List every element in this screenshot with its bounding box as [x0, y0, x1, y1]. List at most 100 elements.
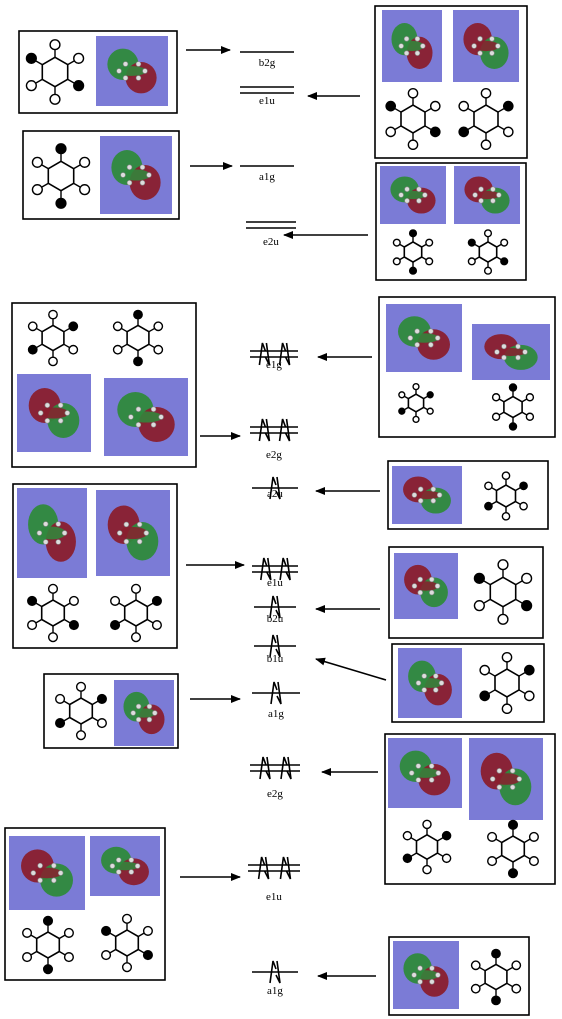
p-lobe	[121, 962, 133, 973]
electron-pair-up	[270, 681, 278, 705]
atom	[417, 589, 423, 596]
atom	[128, 869, 135, 875]
p-lobe	[142, 925, 153, 936]
electron-pair-down	[284, 418, 291, 442]
p-lobe	[473, 600, 485, 612]
orbital-sketch	[473, 559, 533, 625]
p-lobe	[42, 964, 54, 975]
energy-level-12: e1u	[248, 856, 300, 903]
p-lobe	[42, 915, 54, 926]
p-lobe	[68, 595, 79, 606]
p-lobe	[502, 126, 514, 138]
electron-pair-up	[269, 634, 277, 658]
atom	[509, 768, 516, 774]
orbital-sketch	[470, 948, 522, 1006]
p-lobe	[491, 412, 501, 421]
p-lobe	[426, 391, 434, 399]
p-lobe	[511, 960, 522, 971]
atom	[416, 198, 422, 204]
electron-pair-up	[269, 595, 277, 619]
orbital-box-10	[43, 673, 179, 749]
level-label: b1u	[267, 653, 284, 665]
atom	[146, 172, 152, 178]
atom	[428, 763, 435, 769]
p-lobe	[96, 693, 107, 704]
p-lobe	[425, 238, 434, 247]
p-lobe	[519, 481, 528, 491]
atom	[57, 418, 64, 424]
orbital-sketch	[484, 471, 528, 521]
atom	[42, 521, 49, 527]
orbital-box-7	[12, 483, 178, 649]
atom	[407, 335, 414, 341]
electron-pair-down	[264, 342, 271, 366]
orbital-sketch	[25, 39, 85, 105]
orbital-render	[388, 738, 462, 808]
p-lobe	[27, 321, 38, 332]
atom	[122, 61, 129, 67]
atom	[36, 530, 43, 536]
atom	[438, 680, 445, 686]
p-lobe	[407, 139, 419, 151]
energy-level-13: a1g	[252, 960, 298, 997]
arrow-9	[315, 657, 387, 681]
orbital-lobe	[495, 348, 527, 356]
orbital-render	[469, 738, 543, 820]
atom	[428, 342, 434, 348]
atom	[435, 972, 441, 978]
atom	[522, 349, 528, 355]
atom	[123, 521, 130, 528]
atom	[128, 857, 135, 863]
orbital-box-11	[384, 733, 556, 885]
atom	[421, 687, 427, 693]
atom	[415, 763, 422, 769]
orbital-lobe	[491, 773, 521, 785]
atom	[428, 328, 434, 334]
p-lobe	[79, 156, 91, 168]
atom	[477, 50, 483, 56]
energy-level-9: b1u	[254, 634, 296, 665]
orbital-box-8	[388, 546, 544, 639]
orbital-sketch	[27, 309, 79, 367]
atom	[496, 768, 503, 774]
orbital-render	[453, 10, 519, 82]
p-lobe	[398, 391, 406, 399]
atom	[411, 972, 417, 978]
atom	[64, 410, 71, 416]
orbital-lobe	[121, 169, 151, 181]
p-lobe	[68, 344, 79, 355]
level-label: e1g	[266, 359, 282, 371]
p-lobe	[501, 471, 511, 481]
p-lobe	[96, 718, 107, 729]
atom	[42, 539, 49, 545]
p-lobe	[63, 927, 74, 938]
p-lobe	[507, 868, 519, 879]
atom	[421, 673, 427, 679]
electron-pair-down	[264, 418, 271, 442]
electron-pair-up	[278, 418, 287, 442]
p-lobe	[22, 952, 33, 963]
atom	[415, 680, 422, 686]
p-lobe	[458, 100, 470, 112]
atom	[435, 770, 442, 776]
atom	[404, 186, 410, 192]
p-lobe	[473, 572, 485, 584]
atom	[116, 68, 122, 74]
p-lobe	[101, 925, 112, 936]
atom	[115, 869, 122, 875]
p-lobe	[153, 321, 164, 332]
p-lobe	[398, 407, 406, 415]
atom	[150, 422, 157, 428]
atom	[489, 776, 496, 782]
orbital-lobe	[412, 970, 440, 980]
atom	[404, 198, 410, 204]
p-lobe	[153, 344, 164, 355]
atom	[403, 50, 410, 56]
p-lobe	[133, 309, 143, 320]
atom	[429, 979, 435, 985]
orbital-lobe	[473, 190, 501, 200]
atom	[136, 521, 143, 528]
p-lobe	[521, 572, 533, 584]
orbital-sketch	[392, 229, 434, 275]
atom	[135, 75, 142, 81]
